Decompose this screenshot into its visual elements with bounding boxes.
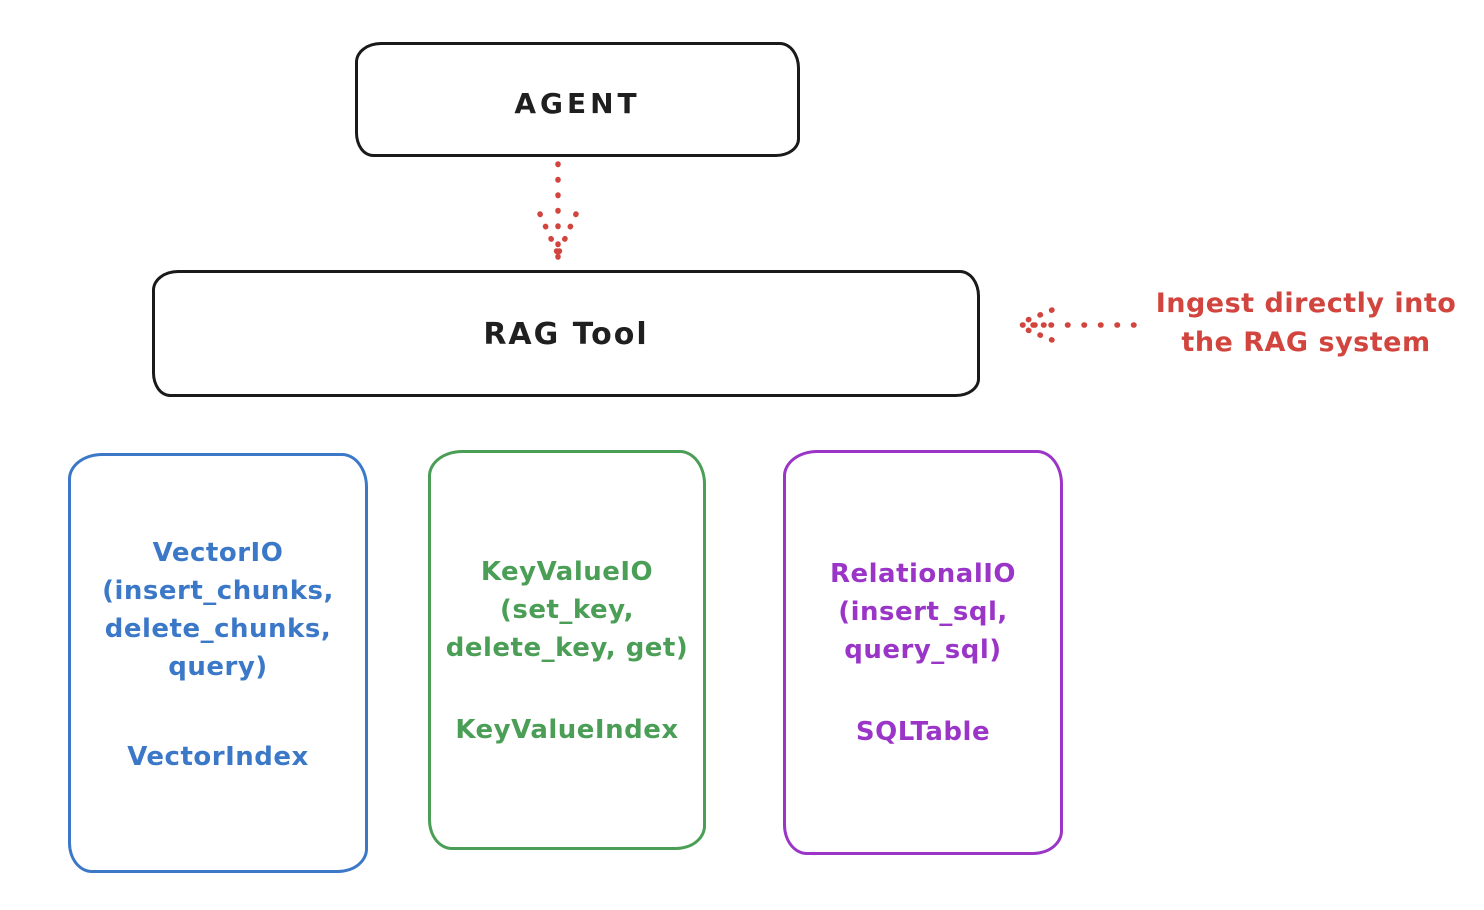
arrow-agent-to-rag-icon — [537, 161, 579, 261]
vectorio-index-label: VectorIndex — [127, 742, 309, 772]
annotation-text: Ingest directly into the RAG system — [1134, 284, 1478, 362]
annotation-line-1: Ingest directly into — [1155, 288, 1457, 319]
annotation-arrow-icon — [1015, 307, 1137, 343]
annotation-line-2: the RAG system — [1181, 327, 1431, 358]
relationalio-box: RelationalIO (insert_sql, query_sql) SQL… — [783, 450, 1063, 855]
agent-box-label: AGENT — [514, 87, 641, 120]
keyvalueio-box: KeyValueIO (set_key, delete_key, get) Ke… — [428, 450, 706, 850]
vectorio-line: query) — [168, 652, 268, 682]
keyvalueio-line: (set_key, — [500, 595, 634, 625]
vectorio-box: VectorIO (insert_chunks, delete_chunks, … — [68, 453, 368, 873]
vectorio-line: (insert_chunks, — [102, 576, 334, 606]
relationalio-line: (insert_sql, — [838, 597, 1008, 627]
vectorio-line: VectorIO — [152, 538, 284, 568]
rag-tool-box-label: RAG Tool — [483, 317, 649, 352]
keyvalueio-index-label: KeyValueIndex — [455, 715, 679, 745]
keyvalueio-line: KeyValueIO — [480, 557, 654, 587]
keyvalueio-line: delete_key, get) — [445, 633, 689, 663]
relationalio-line: query_sql) — [844, 635, 1002, 665]
rag-tool-box: RAG Tool — [152, 270, 980, 397]
vectorio-line: delete_chunks, — [104, 614, 332, 644]
relationalio-line: RelationalIO — [829, 559, 1017, 589]
relationalio-index-label: SQLTable — [855, 717, 991, 747]
agent-box: AGENT — [355, 42, 800, 157]
